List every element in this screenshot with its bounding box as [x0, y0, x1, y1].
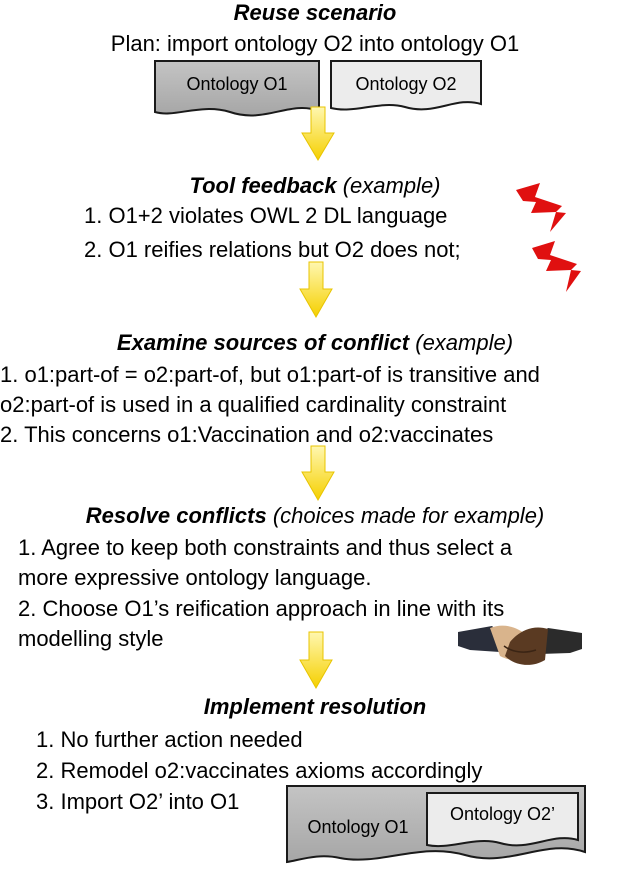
examine-title: Examine sources of conflict [116, 330, 410, 355]
examine-heading: Examine sources of conflict (example) [0, 330, 630, 356]
examine-line: o2:part-of is used in a qualified cardin… [0, 392, 507, 417]
resolve-line: more expressive ontology language. [18, 565, 372, 590]
document-o1-label: Ontology O1 [307, 817, 409, 837]
resolve-line: modelling style [18, 626, 164, 651]
implement-item: 3. Import O2’ into O1 [36, 789, 240, 814]
document-o2-shape [330, 60, 482, 111]
implement-item: 1. No further action needed [36, 727, 303, 752]
examine-line: 2. This concerns o1:Vaccination and o2:v… [0, 422, 494, 447]
resolve-line: 2. Choose O1’s reification approach in l… [18, 596, 505, 621]
arrow-down-icon [299, 631, 333, 690]
resolve-title: Resolve conflicts [85, 503, 267, 528]
feedback-item: 2. O1 reifies relations but O2 does not; [84, 237, 461, 262]
tool-feedback-note: (example) [342, 173, 441, 198]
document-o1-shape [154, 60, 320, 117]
reuse-scenario-title: Reuse scenario [233, 0, 397, 25]
implement-title: Implement resolution [203, 694, 427, 719]
document-o2-label: Ontology O2 [355, 74, 457, 94]
tool-feedback-title: Tool feedback [189, 173, 337, 198]
resolve-note: (choices made for example) [272, 503, 545, 528]
plan-text: Plan: import ontology O2 into ontology O… [110, 31, 520, 56]
arrow-down-icon [301, 106, 335, 161]
tool-feedback-heading: Tool feedback (example) [0, 173, 630, 199]
document-o2-prime-shape [426, 792, 579, 848]
lightning-bolt-icon [516, 183, 566, 232]
document-o2-prime-label: Ontology O2’ [449, 804, 556, 824]
lightning-bolt-icon [532, 241, 581, 292]
implement-item: 2. Remodel o2:vaccinates axioms accordin… [36, 758, 483, 783]
document-o1-label: Ontology O1 [186, 74, 288, 94]
examine-line: 1. o1:part-of = o2:part-of, but o1:part-… [0, 362, 540, 387]
examine-note: (example) [415, 330, 514, 355]
arrow-down-icon [301, 445, 335, 502]
feedback-item: 1. O1+2 violates OWL 2 DL language [84, 203, 448, 228]
handshake-icon [458, 625, 582, 665]
arrow-down-icon [299, 261, 333, 319]
resolve-heading: Resolve conflicts (choices made for exam… [0, 503, 630, 529]
resolve-line: 1. Agree to keep both constraints and th… [18, 535, 513, 560]
